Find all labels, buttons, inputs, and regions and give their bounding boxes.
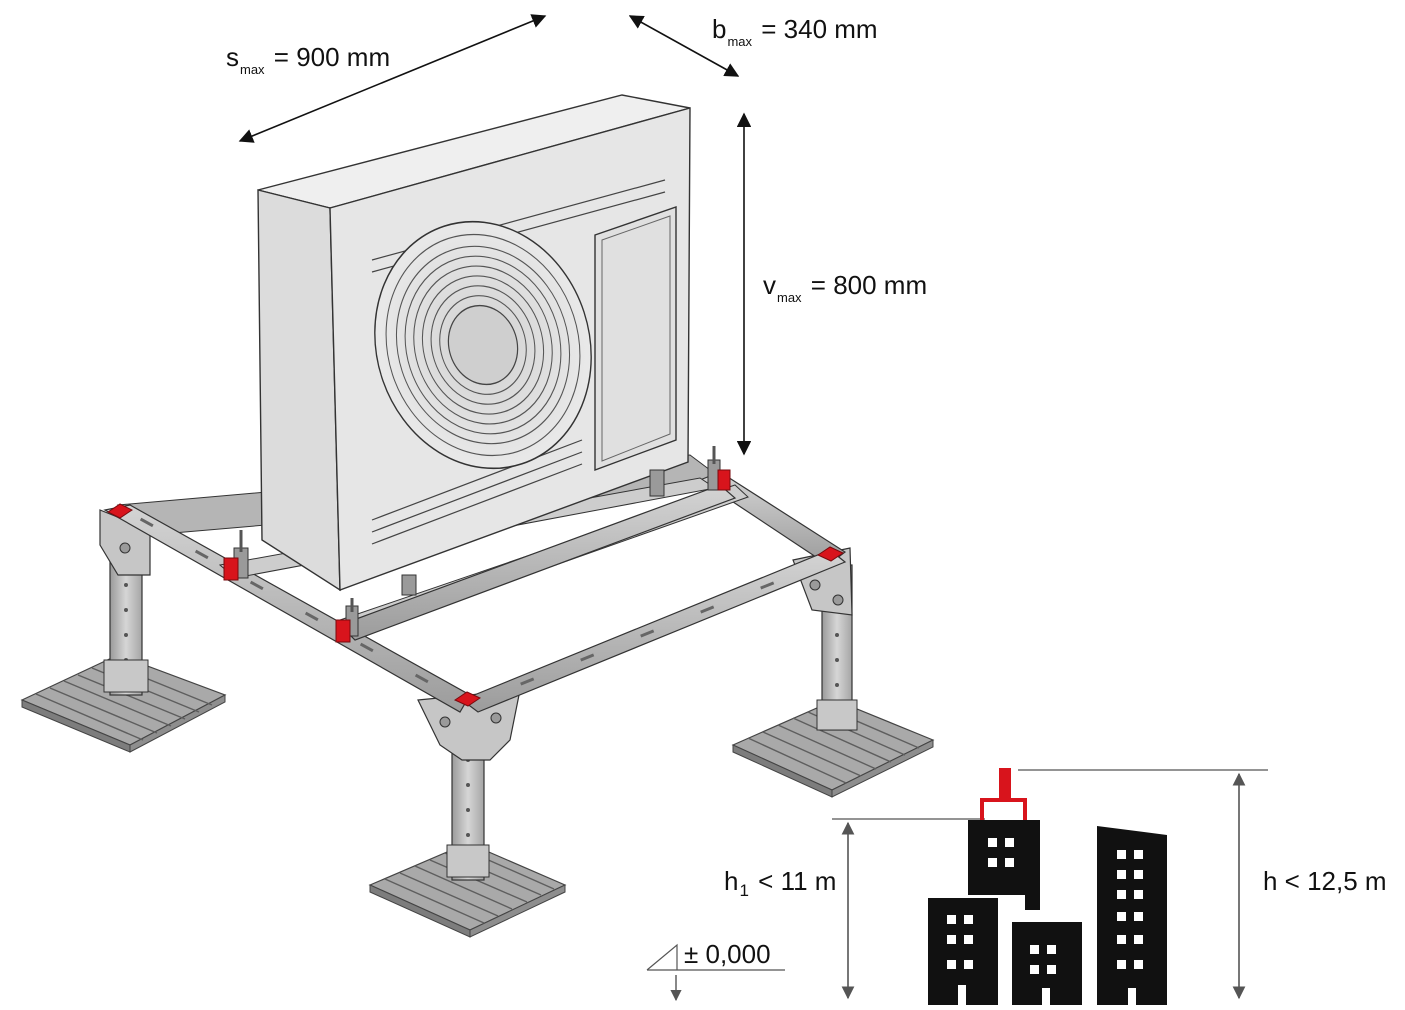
s-max-label: smax = 900 mm: [226, 44, 390, 76]
b-symbol: b: [712, 14, 727, 44]
s-subscript: max: [240, 62, 265, 77]
rooftop-stand: [980, 768, 1027, 820]
level-marker-icon: [646, 943, 785, 1002]
h1-value: < 11 m: [750, 866, 837, 896]
red-corner-caps: [107, 469, 845, 707]
dimension-arrows: [238, 14, 752, 456]
level-label: ± 0,000: [684, 939, 771, 969]
b-max-arrow: [628, 15, 740, 77]
s-symbol: s: [226, 42, 239, 72]
b-subscript: max: [727, 34, 753, 49]
service-panel: [594, 206, 677, 472]
v-value: = 800 mm: [803, 270, 928, 300]
heat-pump-unit: [257, 94, 691, 592]
h1-subscript: 1: [739, 881, 749, 900]
b-value: = 340 mm: [754, 14, 878, 44]
building-skyline: [646, 768, 1268, 1005]
s-value: = 900 mm: [266, 42, 391, 72]
b-max-label: bmax = 340 mm: [712, 16, 878, 48]
v-subscript: max: [777, 290, 802, 305]
rubber-foot-pad-front: [368, 842, 567, 938]
v-max-label: vmax = 800 mm: [763, 272, 927, 304]
h-label: h < 12,5 m: [1263, 866, 1387, 896]
h1-symbol: h: [724, 866, 739, 896]
fan-grille: [374, 220, 592, 470]
v-symbol: v: [763, 270, 776, 300]
h1-label: h1 < 11 m: [724, 868, 836, 899]
mounting-frame-front: [233, 446, 737, 641]
s-max-arrow: [238, 14, 547, 143]
rubber-foot-pad-right: [731, 699, 935, 798]
